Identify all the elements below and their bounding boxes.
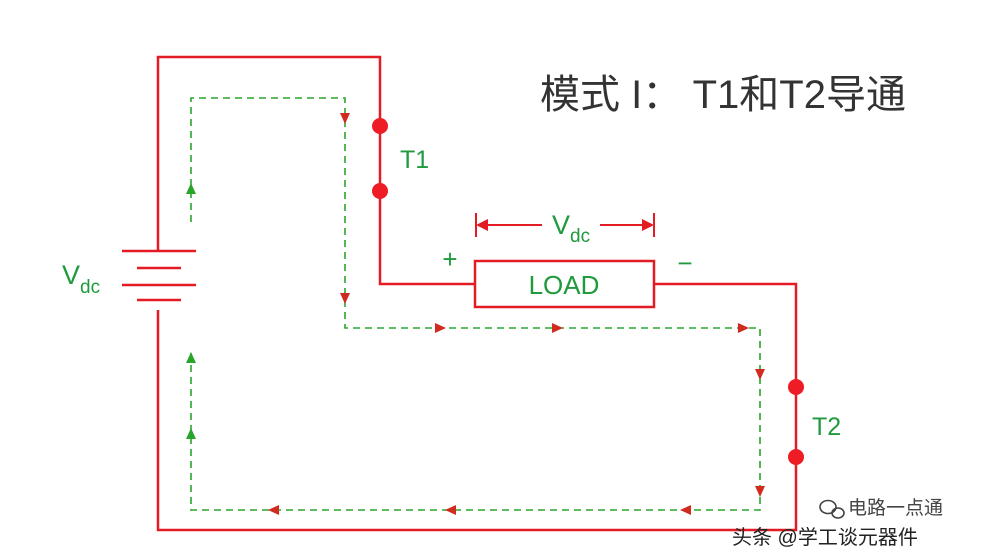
load-voltage-label: Vdc	[552, 210, 590, 247]
arrow-up-icon	[186, 183, 196, 194]
circuit-wires	[156, 55, 798, 532]
watermark-line2: 头条 @学工谈元器件	[732, 526, 918, 549]
wire-load-to-t2	[654, 282, 798, 387]
arrow-down-icon	[755, 369, 765, 380]
arrow-right-icon	[552, 323, 563, 333]
minus-sign: −	[677, 248, 692, 278]
current-arrows	[186, 113, 765, 515]
arrow-right-icon	[642, 219, 654, 231]
load-box	[473, 259, 656, 309]
battery-voltage-label: Vdc	[62, 260, 100, 298]
t1-node-bottom	[372, 183, 388, 199]
battery-symbol	[122, 249, 196, 302]
arrow-right-icon	[435, 323, 446, 333]
arrow-left-icon	[445, 505, 456, 515]
t2-node-top	[788, 379, 804, 395]
arrow-down-icon	[755, 486, 765, 497]
arrow-up-icon	[186, 352, 196, 363]
arrow-up-icon	[186, 428, 196, 439]
arrow-left-icon	[680, 505, 691, 515]
wechat-icon	[819, 499, 845, 519]
wire-t1-to-load	[378, 191, 475, 286]
arrow-right-icon	[738, 323, 749, 333]
wire-bottom	[156, 310, 798, 532]
current-path	[190, 97, 761, 511]
switch-nodes	[372, 118, 804, 465]
arrow-left-icon	[268, 505, 279, 515]
t1-node-top	[372, 118, 388, 134]
watermark: 电路一点通 头条 @学工谈元器件	[732, 497, 943, 549]
wire-top-left	[156, 55, 382, 251]
current-path-upper	[190, 97, 761, 511]
arrow-down-icon	[340, 293, 350, 304]
plus-sign: +	[442, 244, 457, 274]
t2-node-bottom	[788, 449, 804, 465]
diagram-title: 模式 I： T1和T2导通	[540, 73, 906, 117]
switch-t2-label: T2	[812, 413, 841, 441]
arrow-left-icon	[476, 219, 488, 231]
load-label: LOAD	[529, 270, 600, 300]
arrow-down-icon	[340, 113, 350, 124]
switch-t1-label: T1	[400, 146, 429, 174]
watermark-line1: 电路一点通	[848, 497, 943, 519]
